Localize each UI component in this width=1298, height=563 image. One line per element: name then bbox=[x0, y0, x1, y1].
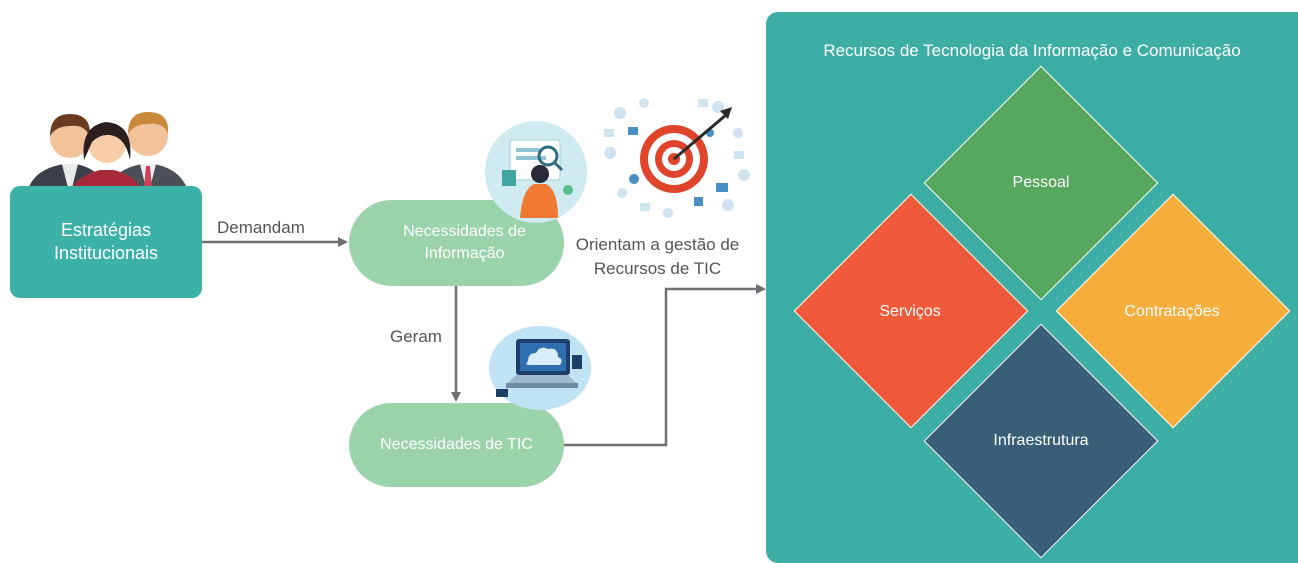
contratacoes-label: Contratações bbox=[1124, 303, 1220, 320]
resources-panel-title: Recursos de Tecnologia da Informação e C… bbox=[823, 41, 1241, 60]
target-icon bbox=[604, 98, 750, 218]
arrow-orientam bbox=[564, 284, 766, 447]
tic-needs-label: Necessidades de TIC bbox=[380, 436, 533, 453]
demandam-label: Demandam bbox=[217, 218, 305, 237]
tic-needs-pill: Necessidades de TIC bbox=[349, 403, 564, 487]
infraestrutura-label: Infraestrutura bbox=[993, 432, 1089, 449]
information-analysis-icon bbox=[485, 121, 587, 223]
orientam-label: Orientam a gestão de Recursos de TIC bbox=[575, 235, 740, 278]
geram-label: Geram bbox=[390, 327, 442, 346]
cloud-laptop-icon bbox=[489, 326, 591, 410]
strategy-box-label: Estratégias Institucionais bbox=[53, 220, 159, 263]
strategy-box: Estratégias Institucionais bbox=[10, 186, 202, 298]
pessoal-label: Pessoal bbox=[1012, 174, 1070, 191]
information-needs-label: Necessidades de Informação bbox=[403, 223, 526, 262]
servicos-label: Serviços bbox=[879, 303, 941, 320]
